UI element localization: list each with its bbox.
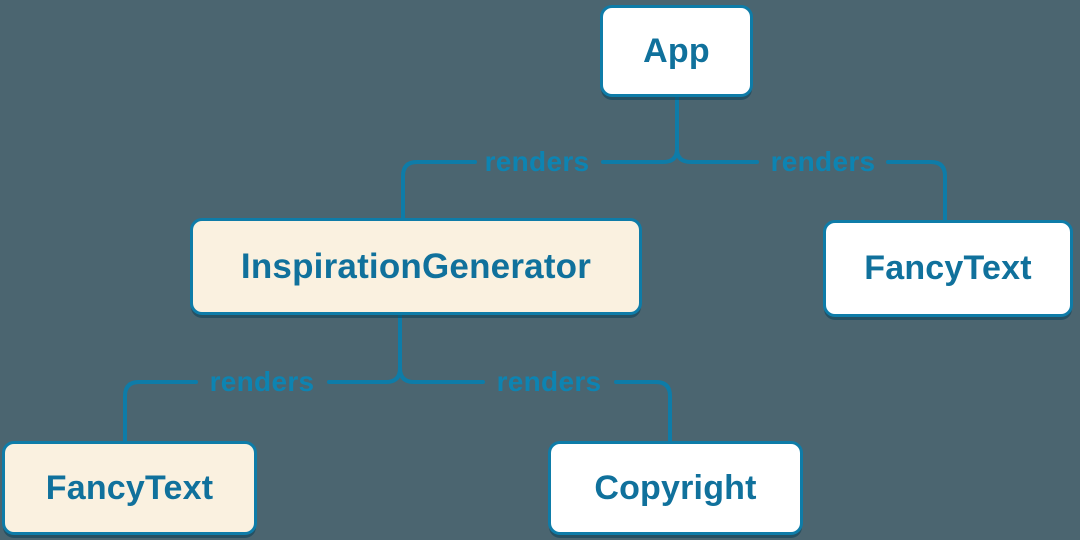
node-app: App — [600, 5, 753, 97]
edge-ig-copyright-right-segment — [614, 380, 672, 443]
edge-app-ig-left-segment — [401, 160, 477, 220]
edge-app-ig-right-segment — [601, 147, 679, 164]
edge-ig-ftl-left-segment — [123, 380, 198, 443]
edge-ig-copyright-left-segment — [398, 366, 485, 384]
node-copyright: Copyright — [548, 441, 803, 535]
edge-ig-ftl-right-segment — [327, 366, 402, 384]
edge-label-app-ft-renders: renders — [770, 146, 876, 177]
node-fancy-text-right: FancyText — [823, 220, 1073, 317]
node-fancy-text-left: FancyText — [2, 441, 257, 535]
node-inspiration-generator: InspirationGenerator — [190, 218, 642, 315]
edge-app-ft-left-segment — [675, 147, 759, 164]
edge-label-app-ig-renders: renders — [484, 146, 590, 177]
edge-label-ig-copyright-renders: renders — [496, 366, 602, 397]
edge-label-ig-ftl-renders: renders — [209, 366, 315, 397]
edge-app-ft-right-segment — [886, 160, 947, 222]
